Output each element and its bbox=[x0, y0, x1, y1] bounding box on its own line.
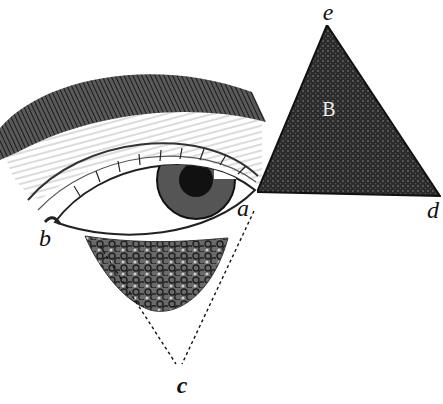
triangle-region: B bbox=[257, 25, 441, 198]
triangle-shape bbox=[257, 25, 441, 198]
dotted-triangle bbox=[100, 211, 254, 364]
point-letter: e bbox=[323, 0, 334, 24]
point-letter: a bbox=[237, 196, 249, 220]
eye-drawing bbox=[0, 74, 266, 311]
point-letter: b bbox=[39, 226, 51, 250]
point-letter: d bbox=[427, 198, 439, 222]
region-letter: B bbox=[322, 99, 335, 119]
point-letter: c bbox=[177, 373, 188, 397]
